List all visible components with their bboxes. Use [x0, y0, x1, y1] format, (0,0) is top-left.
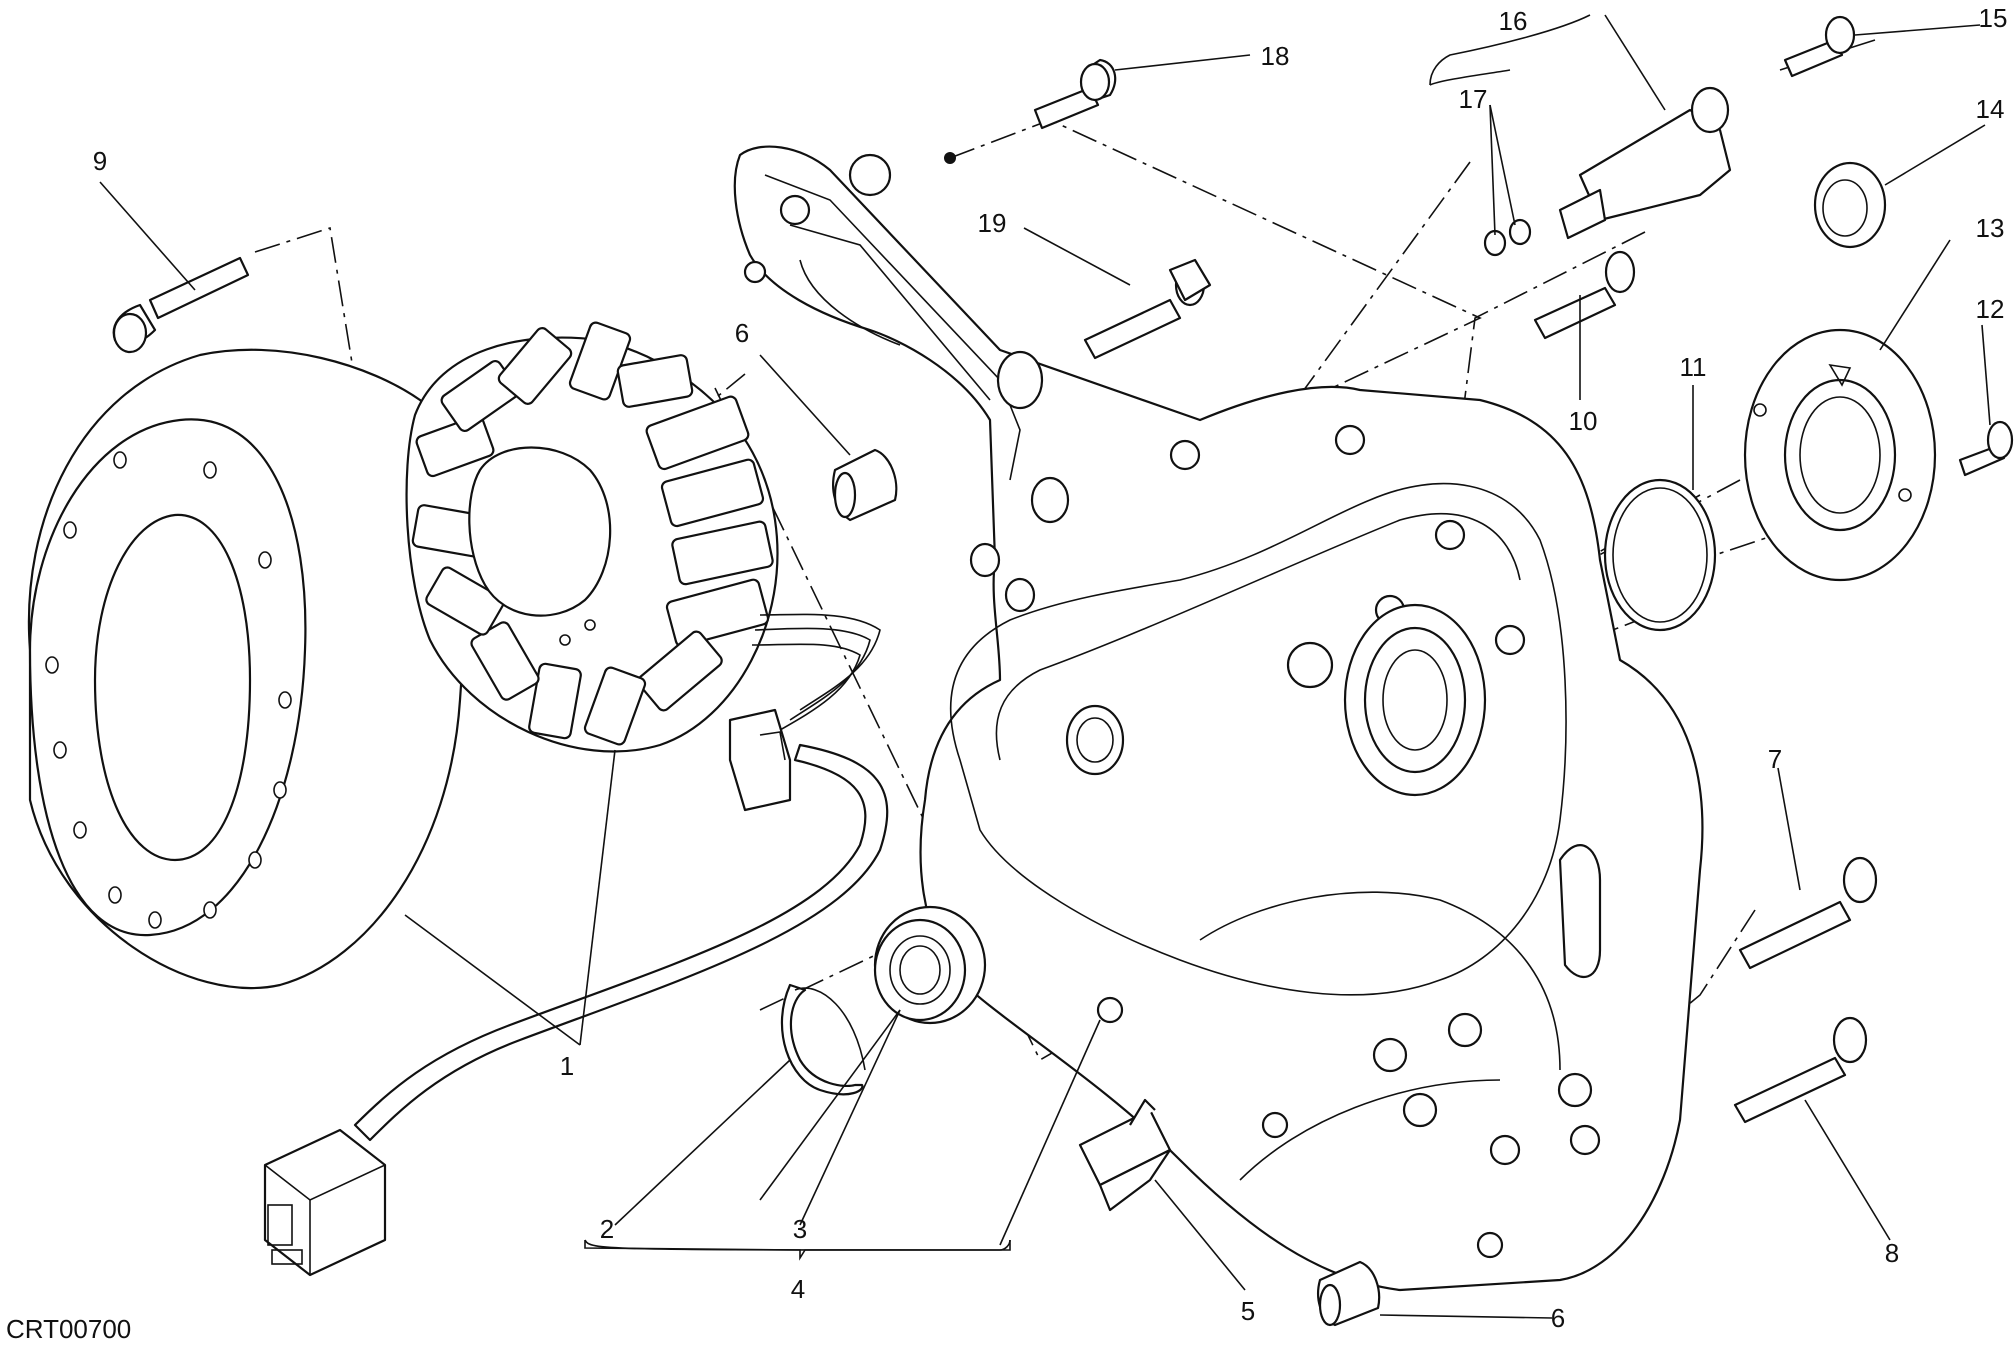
cable-clip — [1078, 1098, 1172, 1212]
callout-12: 12 — [1976, 294, 2005, 324]
callout-17: 17 — [1459, 84, 1488, 114]
screws — [112, 15, 2014, 1124]
callout-19: 19 — [978, 208, 1007, 238]
stator-cable — [353, 743, 889, 1142]
callout-7: 7 — [1768, 744, 1782, 774]
bearing — [873, 905, 987, 1025]
flywheel-rotor — [27, 348, 467, 990]
callout-3: 3 — [793, 1214, 807, 1244]
callout-16: 16 — [1499, 6, 1528, 36]
callout-6b: 6 — [1551, 1303, 1565, 1333]
callout-10: 10 — [1569, 406, 1598, 436]
callout-14: 14 — [1976, 94, 2005, 124]
seal-and-cover-parts — [1483, 86, 1937, 632]
plug-connector — [263, 1128, 387, 1277]
callout-15: 15 — [1979, 3, 2008, 33]
callout-5: 5 — [1241, 1296, 1255, 1326]
callout-labels: 1 2 3 4 5 6 6 7 8 9 10 11 12 13 14 15 16… — [93, 3, 2008, 1333]
callout-8: 8 — [1885, 1238, 1899, 1268]
dowel-pins — [832, 448, 1381, 1327]
leader-lines — [99, 14, 1991, 1319]
callout-6a: 6 — [735, 318, 749, 348]
callout-4: 4 — [791, 1274, 805, 1304]
callout-13: 13 — [1976, 213, 2005, 243]
callout-2: 2 — [600, 1214, 614, 1244]
callout-1: 1 — [560, 1051, 574, 1081]
generator-cover — [733, 145, 1704, 1292]
drawing-code: CRT00700 — [6, 1314, 131, 1344]
callout-11: 11 — [1680, 352, 1707, 382]
stator — [405, 321, 881, 812]
callout-9: 9 — [93, 146, 107, 176]
callout-18: 18 — [1261, 41, 1290, 71]
circlip — [780, 983, 866, 1096]
